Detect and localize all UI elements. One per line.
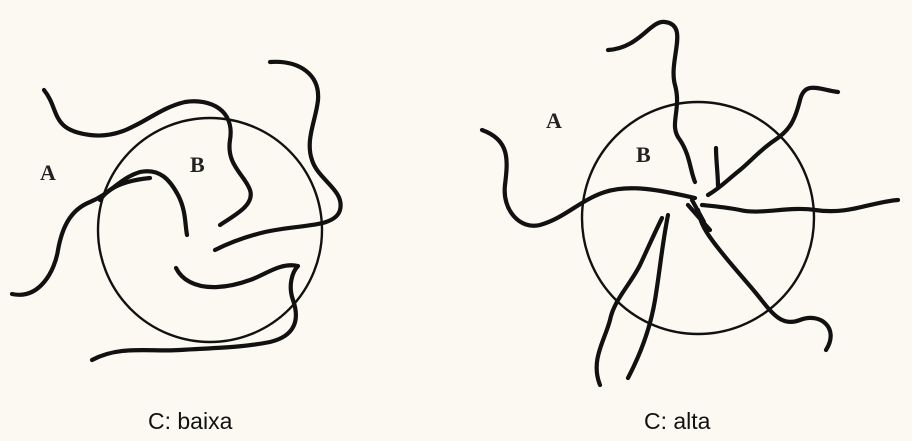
panel-low-concentration: A B (12, 62, 341, 360)
region-label-inner: B (636, 142, 651, 167)
region-label-outer: A (546, 108, 562, 133)
polymer-chain (44, 90, 251, 225)
region-label-inner: B (190, 152, 205, 177)
polymer-chain (12, 171, 187, 295)
polymer-chain (628, 215, 668, 378)
region-label-outer: A (40, 160, 56, 185)
panel-high-concentration: A B (482, 22, 898, 385)
polymer-chain (716, 148, 718, 186)
polymer-chain (215, 62, 341, 250)
polymer-chain (702, 200, 898, 212)
polymer-chain (597, 218, 662, 385)
caption-low-concentration: C: baixa (148, 408, 232, 435)
caption-high-concentration: C: alta (644, 408, 710, 435)
polymer-chain (92, 265, 298, 360)
polymer-chain (100, 178, 150, 200)
polymer-chain (698, 210, 831, 350)
polymer-chain (708, 88, 838, 195)
